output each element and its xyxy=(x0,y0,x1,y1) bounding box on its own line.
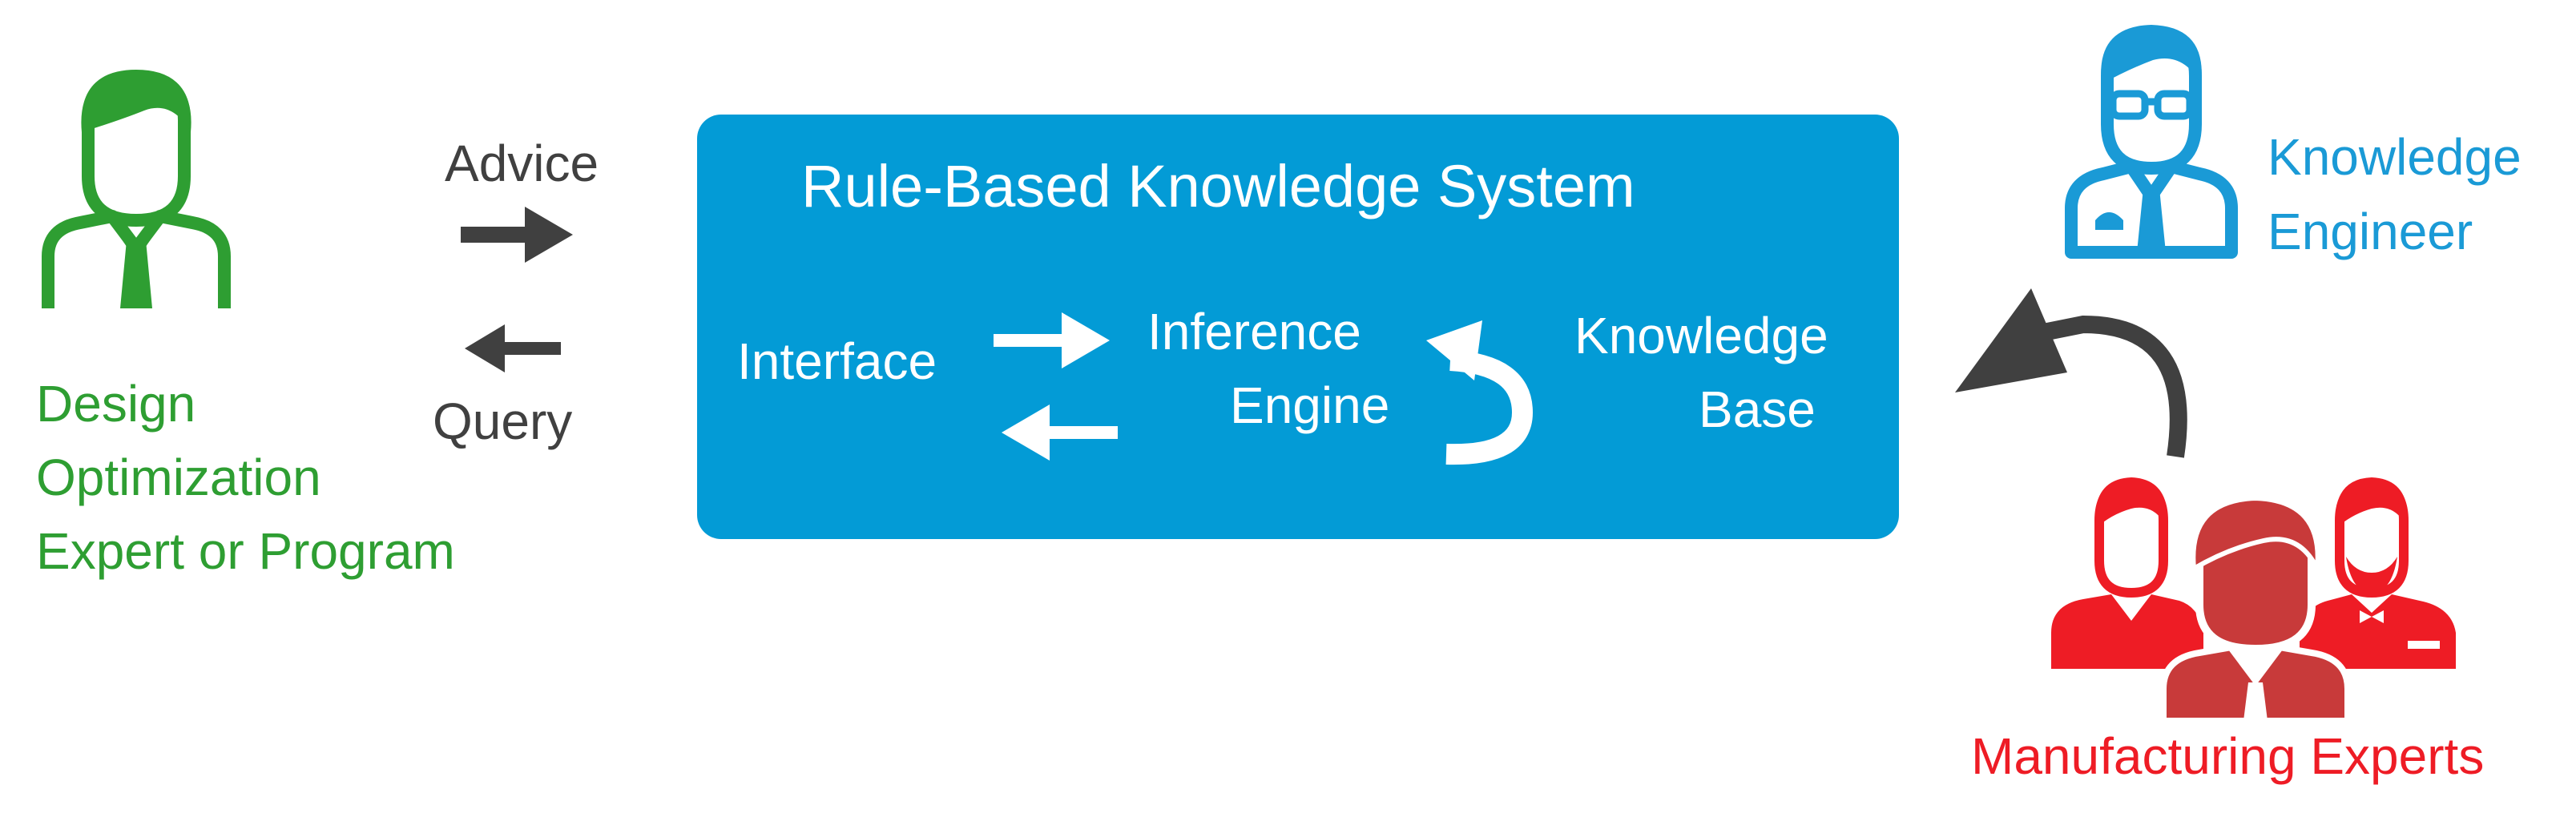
person-icon xyxy=(42,70,231,308)
knowledge-system-box xyxy=(697,115,1899,539)
experts-group-icon xyxy=(2051,477,2456,724)
left-arrow-icon xyxy=(465,324,561,372)
system-title: Rule-Based Knowledge System xyxy=(801,153,1635,219)
knowledge-engineer-line1: Knowledge xyxy=(2268,128,2522,186)
right-arrow-icon xyxy=(994,312,1110,368)
left-arrow-icon xyxy=(1002,404,1118,461)
manufacturing-experts-label: Manufacturing Experts xyxy=(1971,727,2485,785)
kb-label-line2: Base xyxy=(1699,380,1816,438)
interface-label: Interface xyxy=(737,332,937,390)
knowledge-engineer-line2: Engineer xyxy=(2268,203,2473,260)
kb-label-line1: Knowledge xyxy=(1574,307,1828,364)
inference-label-line2: Engine xyxy=(1230,376,1390,434)
cycle-arrow-icon xyxy=(1426,320,1534,465)
right-arrow-icon xyxy=(461,207,573,263)
query-label: Query xyxy=(433,392,573,450)
design-label-line1: Design xyxy=(36,375,196,433)
engineer-icon xyxy=(2065,25,2238,259)
design-label-line3: Expert or Program xyxy=(36,522,455,580)
curved-arrow-icon xyxy=(1955,288,2187,458)
advice-label: Advice xyxy=(445,135,599,192)
inference-label-line1: Inference xyxy=(1147,303,1361,360)
design-label-line2: Optimization xyxy=(36,449,321,506)
